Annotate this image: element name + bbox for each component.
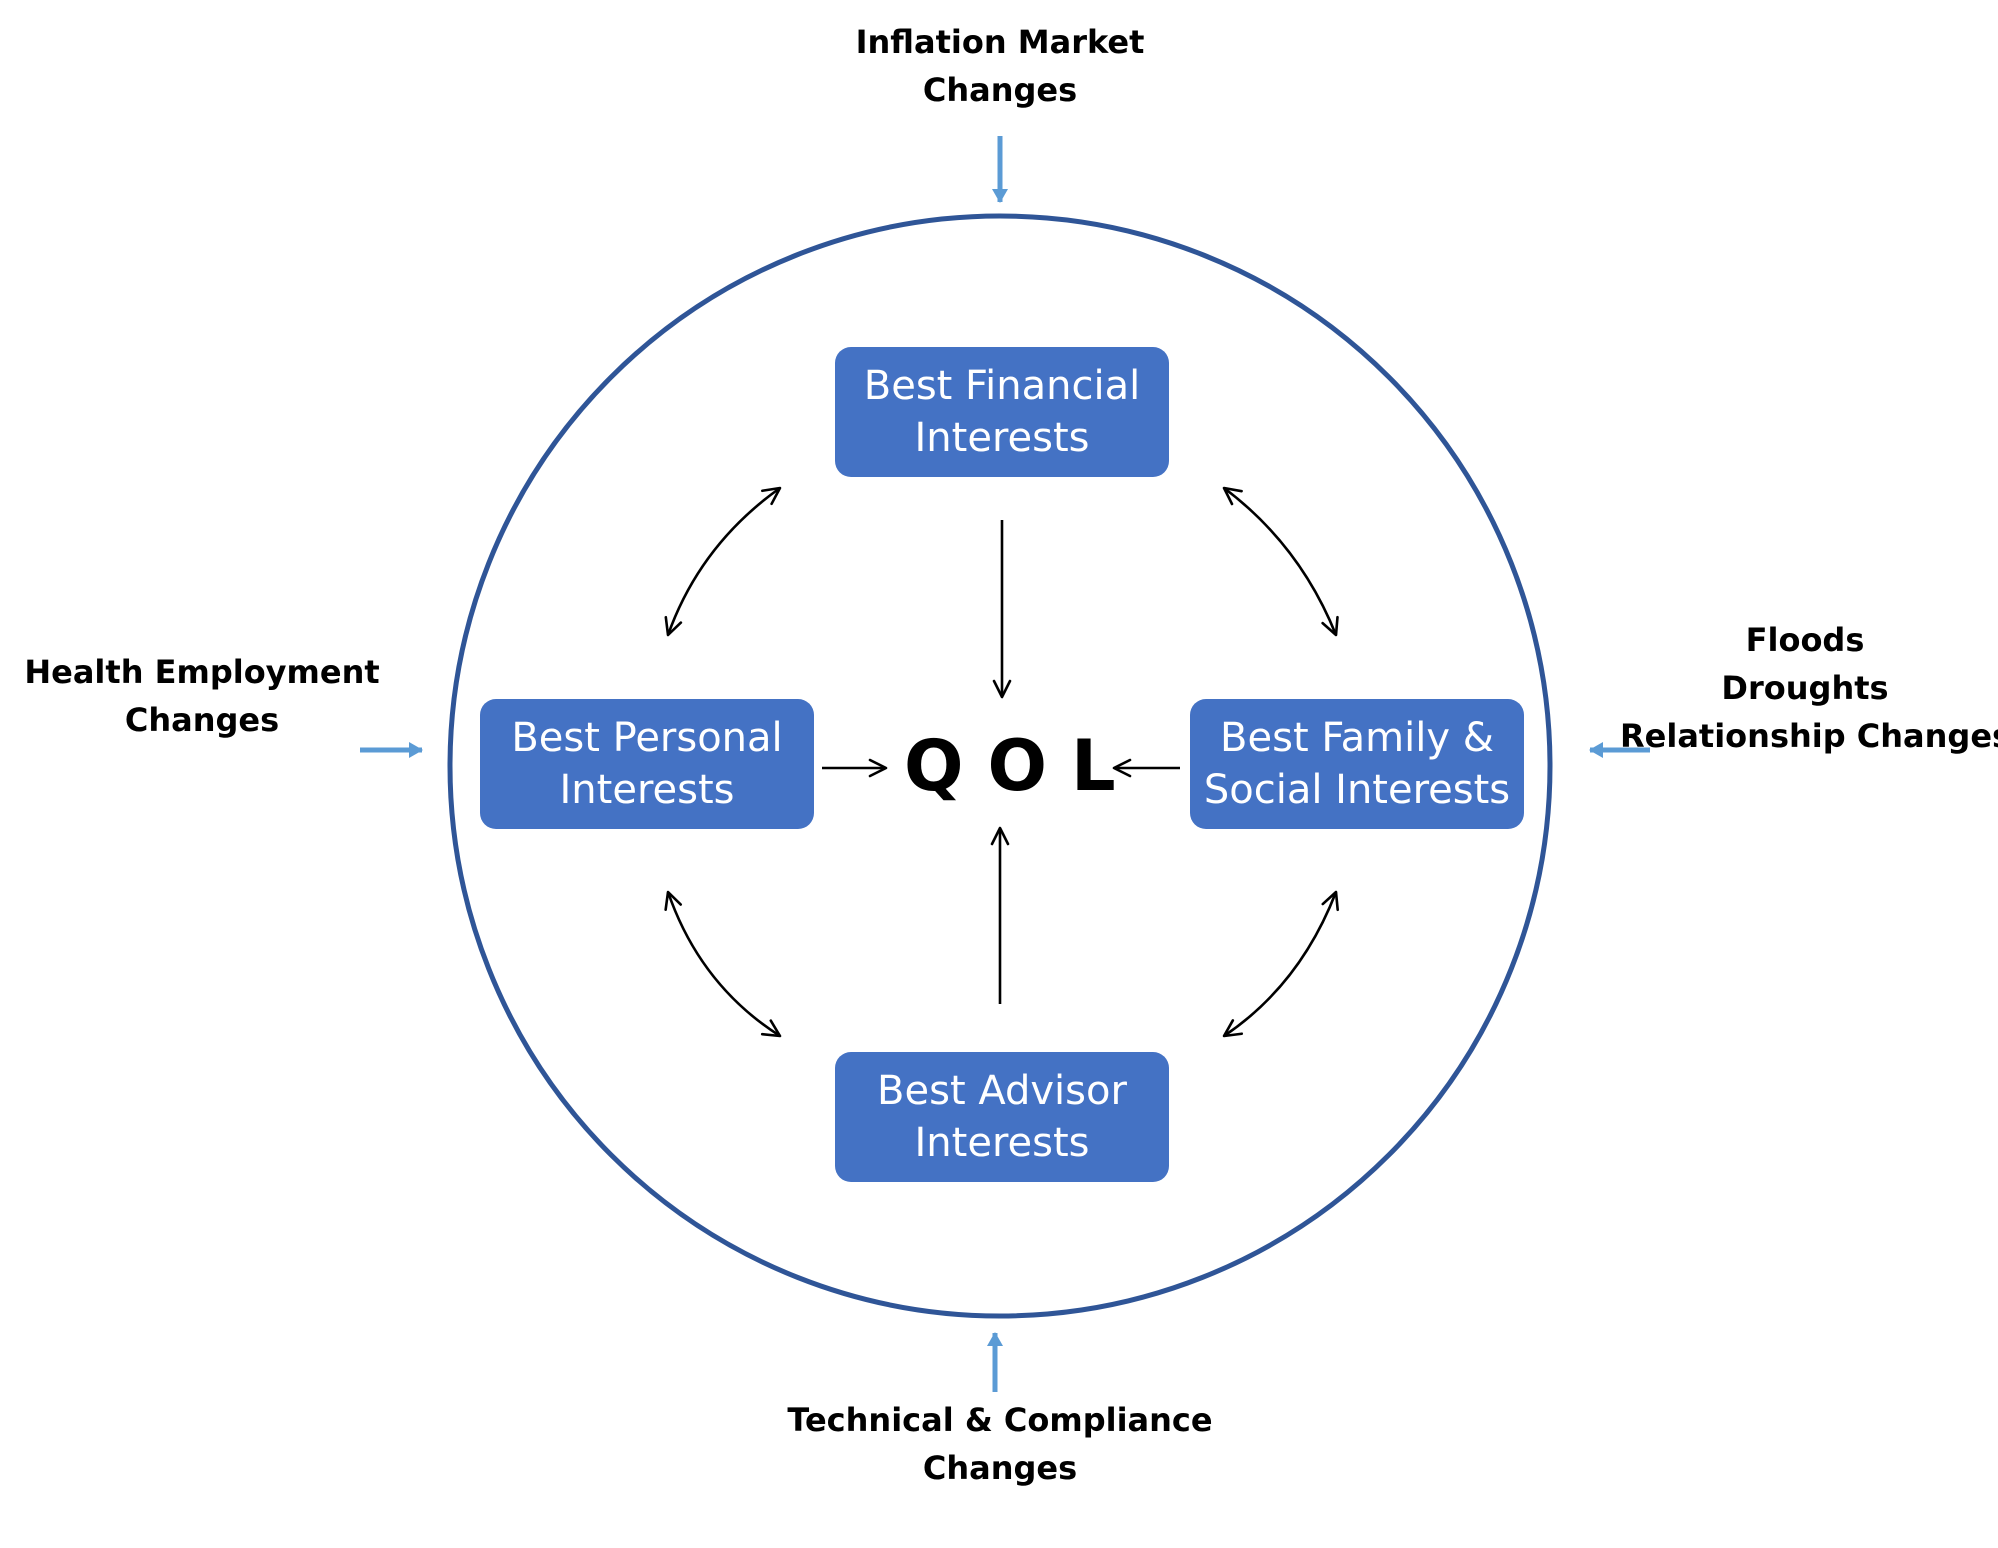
- factor-line2: Changes: [124, 701, 280, 739]
- financial-family-link-arrow: [1222, 486, 1339, 637]
- node-label-line2: Interests: [559, 767, 735, 813]
- personal-advisor-link-arrow: [664, 890, 782, 1038]
- factor-line1: Floods: [1745, 621, 1865, 659]
- node-label-line1: Best Financial: [863, 363, 1141, 409]
- best-advisor-interests-node: Best Advisor Interests: [835, 1052, 1169, 1182]
- best-personal-interests-node: Best Personal Interests: [480, 699, 814, 829]
- node-label-line1: Best Advisor: [877, 1068, 1127, 1114]
- node-label-line2: Interests: [914, 1120, 1090, 1166]
- factor-line2: Changes: [922, 1449, 1078, 1487]
- right-external-factor-label: Floods Droughts Relationship Changes: [1620, 616, 1998, 760]
- factor-line2: Changes: [922, 71, 1078, 109]
- factor-line1: Technical & Compliance: [787, 1401, 1213, 1439]
- bottom-external-factor-label: Technical & Compliance Changes: [780, 1396, 1220, 1492]
- node-label-line2: Social Interests: [1203, 767, 1511, 813]
- factor-line1: Health Employment: [24, 653, 380, 691]
- qol-center-label: QOL: [904, 725, 1140, 807]
- node-label-line2: Interests: [914, 415, 1090, 461]
- factor-line3: Relationship Changes: [1620, 717, 1998, 755]
- top-external-factor-label: Inflation Market Changes: [800, 18, 1200, 114]
- best-family-social-interests-node: Best Family & Social Interests: [1190, 699, 1524, 829]
- family-advisor-link-arrow: [1222, 890, 1339, 1038]
- factor-line1: Inflation Market: [855, 23, 1145, 61]
- financial-personal-link-arrow: [664, 486, 782, 637]
- node-label-line1: Best Personal: [511, 715, 783, 761]
- factor-line2: Droughts: [1721, 669, 1889, 707]
- node-label-line1: Best Family &: [1220, 715, 1494, 761]
- best-financial-interests-node: Best Financial Interests: [835, 347, 1169, 477]
- boundary-circle: [447, 213, 1553, 1319]
- left-external-factor-label: Health Employment Changes: [20, 648, 384, 744]
